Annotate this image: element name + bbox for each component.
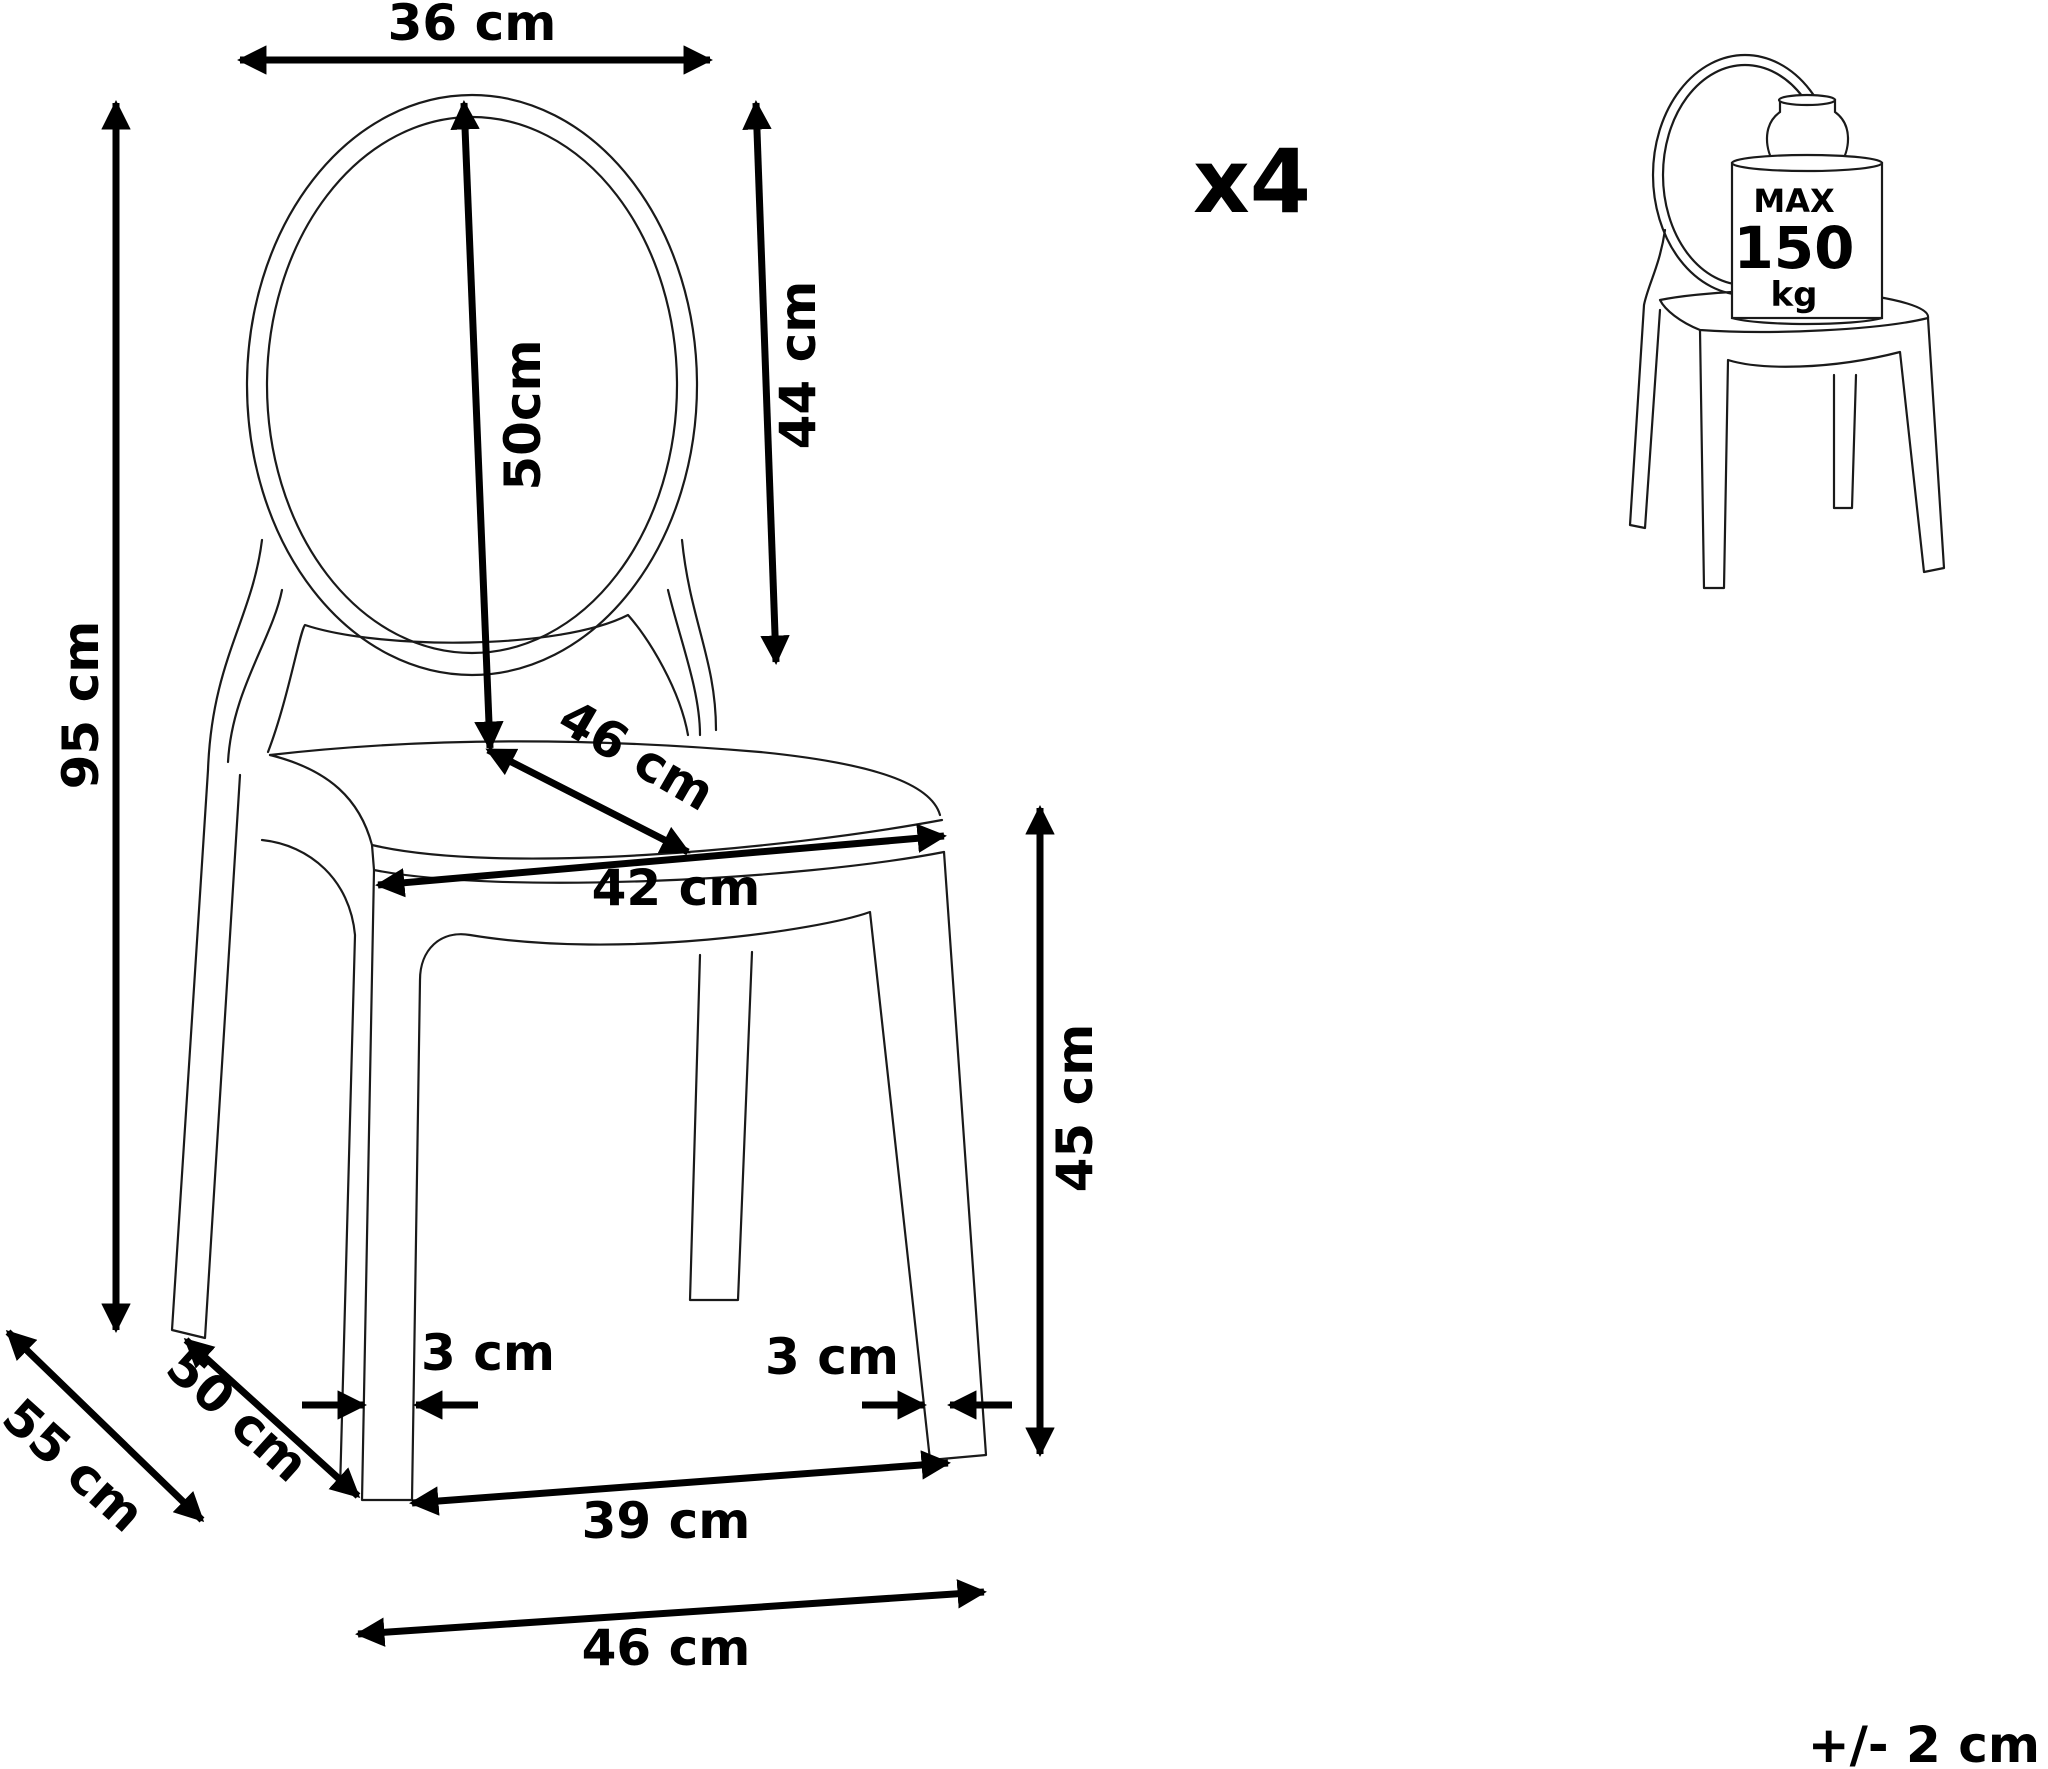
label-inner-width: 39 cm: [582, 1492, 751, 1550]
quantity-label: x4: [1193, 130, 1311, 233]
weight-unit-label: kg: [1771, 275, 1818, 315]
rear-leg-right: [688, 950, 754, 1302]
weight-value-label: 150: [1733, 214, 1854, 282]
label-leg-right: 3 cm: [765, 1328, 899, 1386]
label-depth-inner: 50 cm: [155, 1337, 319, 1493]
back-post-right-inner: [666, 588, 702, 737]
label-total-height: 95 cm: [52, 621, 110, 790]
rear-leg-left: [170, 768, 242, 1340]
load-chair-front-legs: [1698, 316, 1946, 590]
label-depth-outer: 55 cm: [0, 1387, 155, 1543]
label-seat-height: 45 cm: [1046, 1024, 1104, 1193]
arrow-seat-width: [375, 823, 947, 898]
label-leg-left: 3 cm: [421, 1324, 555, 1382]
load-chair-rear-leg: [1628, 228, 1667, 530]
front-legs: [360, 850, 988, 1502]
weight-icon: MAX 150 kg: [1730, 93, 1884, 326]
arrow-outer-width: [355, 1579, 987, 1647]
rear-leg-left-side: [260, 838, 357, 1492]
seat-back-edge: [268, 740, 942, 817]
arrow-backrest-height: [742, 100, 790, 665]
label-back-width: 36 cm: [388, 0, 557, 52]
arrow-inner-width: [409, 1450, 951, 1516]
back-post-left: [206, 538, 264, 772]
load-chair-back-leg-right: [1832, 373, 1858, 510]
tolerance-label: +/- 2 cm: [1808, 1716, 2040, 1769]
arrow-back-height: [450, 100, 504, 751]
arrow-depth-outer: [5, 1329, 205, 1523]
label-back-height: 50cm: [494, 339, 552, 490]
back-post-left-inner: [226, 588, 284, 764]
back-post-right: [680, 538, 718, 732]
label-outer-width: 46 cm: [582, 1619, 751, 1677]
label-backrest-height: 44 cm: [769, 281, 827, 450]
weight-max-label: MAX: [1753, 182, 1835, 220]
arrow-depth-inner: [183, 1337, 361, 1499]
label-seat-width: 42 cm: [592, 859, 761, 917]
